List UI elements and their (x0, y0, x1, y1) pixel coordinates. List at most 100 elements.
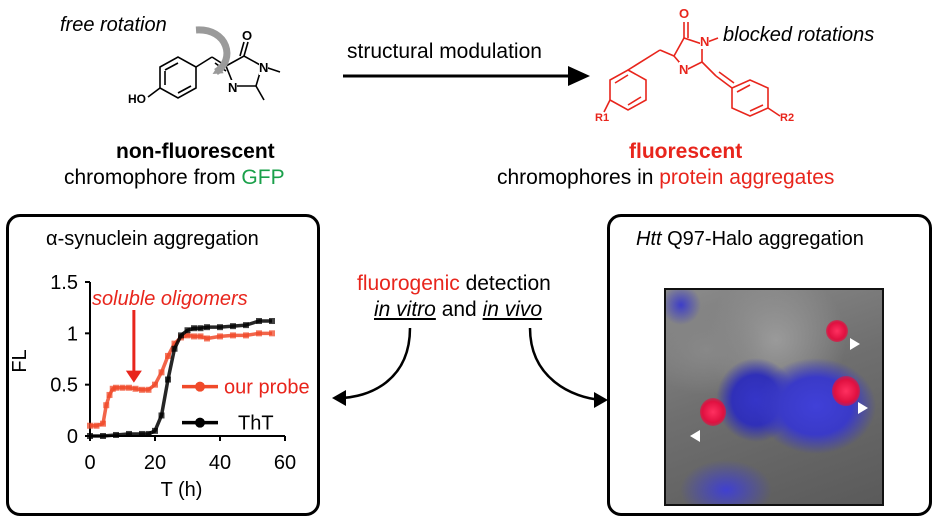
y-tick-label: 0 (67, 426, 78, 448)
data-point (126, 430, 132, 437)
protein-aggregates-caption: chromophores in protein aggregates (497, 166, 834, 190)
data-point (204, 324, 210, 331)
data-point (87, 422, 93, 429)
data-point (184, 327, 191, 334)
soluble-oligomers-annotation: soluble oligomers (92, 288, 248, 310)
arrow-marker-1 (850, 338, 860, 350)
modulation-arrowhead (568, 66, 590, 86)
free-rotation-label: free rotation (60, 14, 167, 36)
gfp-chromophore-caption: chromophore from GFP (64, 166, 285, 190)
data-point (145, 430, 152, 437)
htt-gene-name: Htt (636, 228, 662, 250)
data-point (230, 332, 236, 339)
data-point (171, 340, 178, 347)
legend-marker-1 (195, 417, 205, 428)
cell-microscopy-image (664, 288, 884, 506)
fluorescent-title: fluorescent (629, 140, 743, 163)
detection-label: fluorogenic detection (357, 272, 551, 296)
x-axis-label: T (h) (161, 479, 203, 501)
blocked-rotations-label: blocked rotations (723, 24, 875, 46)
htt-title-rest: Q97-Halo aggregation (661, 228, 864, 250)
data-point (171, 345, 178, 352)
data-point (243, 332, 249, 339)
htt-panel-title: Htt Q97-Halo aggregation (636, 228, 864, 251)
aggregates-caption-highlight: protein aggregates (659, 166, 835, 189)
data-point (126, 384, 132, 391)
data-point (113, 384, 119, 391)
y-tick-label: 1.5 (50, 272, 78, 294)
in-vitro-in-vivo-label: in vitro and in vivo (374, 298, 542, 322)
data-point (191, 325, 197, 332)
curved-arrow-to-chart (337, 327, 412, 400)
ho-atom-label: HO (128, 92, 146, 106)
data-point (158, 369, 165, 376)
x-tick-label: 20 (144, 452, 166, 474)
data-point (103, 402, 110, 409)
data-point (269, 330, 275, 337)
gfp-caption-prefix: chromophore from (64, 166, 242, 189)
data-point (87, 433, 93, 439)
data-point (109, 385, 116, 392)
aggregates-caption-prefix: chromophores in (497, 166, 660, 189)
alpha-synuclein-panel (6, 214, 320, 516)
alpha-synuclein-panel-title: α-synuclein aggregation (46, 228, 259, 250)
r2-label: R2 (780, 112, 795, 124)
data-point (119, 384, 126, 391)
o-atom-label: O (242, 28, 253, 43)
data-point (165, 376, 171, 383)
data-point (106, 391, 113, 398)
x-tick-label: 40 (209, 452, 231, 474)
right-n-atom-label-2: N (679, 62, 689, 77)
curved-arrow-to-image-head (594, 392, 608, 408)
detection-word: detection (459, 272, 551, 295)
non-fluorescent-title: non-fluorescent (116, 140, 275, 163)
y-tick-label: 0.5 (50, 375, 78, 397)
in-vitro-text: in vitro (374, 298, 436, 321)
data-point (139, 386, 145, 393)
data-point (100, 420, 106, 427)
n-atom-label-1: N (259, 60, 269, 75)
data-point (204, 335, 210, 342)
aggregate-spot-2 (832, 376, 860, 406)
oligomer-arrowhead (125, 370, 142, 383)
data-point (217, 333, 223, 340)
data-point (269, 318, 275, 325)
data-point (145, 386, 152, 393)
gfp-caption-highlight: GFP (241, 166, 285, 189)
legend-marker-0 (195, 381, 205, 392)
fluorogenic-word: fluorogenic (357, 272, 460, 295)
aggregate-spot-3 (700, 398, 726, 426)
right-n-atom-label-1: N (700, 34, 710, 49)
rotation-arrow (195, 26, 231, 75)
data-point (256, 318, 262, 325)
data-point (191, 333, 197, 340)
data-point (197, 333, 204, 340)
data-point (139, 430, 145, 437)
structural-modulation-label: structural modulation (347, 40, 542, 63)
arrow-marker-2 (858, 402, 868, 414)
y-tick-label: 1 (67, 323, 78, 345)
y-axis-label: FL (9, 349, 31, 372)
data-point (217, 324, 223, 331)
curved-arrow-to-chart-head (332, 390, 346, 406)
x-tick-label: 0 (84, 452, 95, 474)
data-point (197, 325, 204, 332)
data-point (100, 433, 106, 439)
data-point (132, 385, 139, 392)
data-point (243, 322, 249, 329)
and-text: and (435, 298, 483, 321)
x-tick-label: 60 (274, 452, 296, 474)
data-point (256, 330, 262, 337)
r1-label: R1 (595, 112, 610, 124)
data-point (152, 381, 158, 388)
data-point (230, 323, 236, 330)
legend-label-1: ThT (238, 413, 274, 435)
data-point (113, 431, 119, 438)
aggregate-spot-1 (826, 320, 848, 342)
data-point (93, 422, 100, 429)
right-o-atom-label: O (679, 6, 690, 21)
data-point (158, 412, 165, 419)
data-point (178, 332, 184, 339)
data-point (165, 352, 171, 359)
